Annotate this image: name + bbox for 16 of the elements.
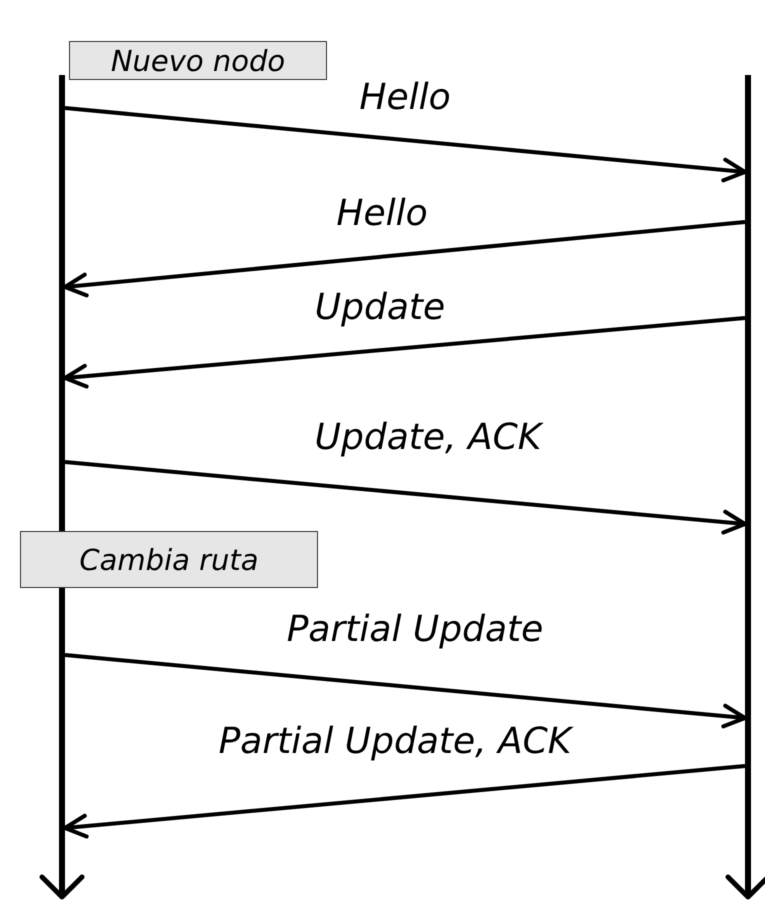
note-text: Nuevo nodo bbox=[110, 44, 286, 78]
edge-label: Partial Update, ACK bbox=[218, 724, 572, 760]
note-box bbox=[69, 41, 327, 80]
note-box bbox=[20, 531, 318, 588]
edge-label: Partial Update bbox=[286, 612, 544, 648]
message-arrow bbox=[64, 106, 748, 182]
edge-label: Update, ACK bbox=[314, 420, 542, 456]
edge-label: Hello bbox=[336, 196, 428, 232]
message-arrow bbox=[62, 764, 746, 838]
edge-label: Hello bbox=[359, 80, 451, 116]
note-text: Cambia ruta bbox=[79, 542, 259, 576]
message-arrow bbox=[64, 653, 748, 728]
message-arrow bbox=[64, 460, 748, 534]
message-arrow bbox=[62, 220, 746, 298]
edge-label: Update bbox=[314, 290, 446, 326]
message-arrow bbox=[62, 316, 746, 389]
